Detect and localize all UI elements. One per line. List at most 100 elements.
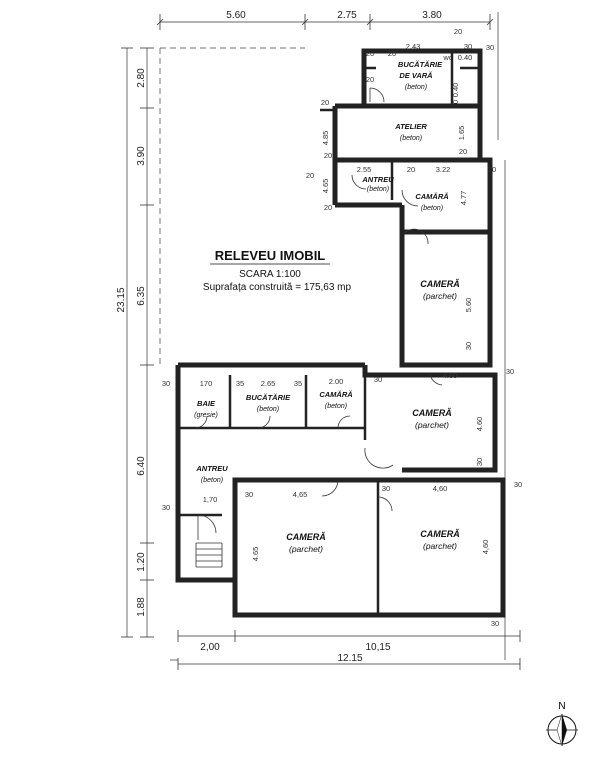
label: 20 [459, 147, 467, 156]
summer-kitchen: BUCĂTĂRIE DE VARĂ (beton) 2.43 30 0.40 w… [361, 27, 494, 109]
room-material: (beton) [325, 403, 347, 410]
room-name-2: DE VARĂ [399, 71, 432, 80]
label: 4.65 [321, 179, 330, 194]
top-entry-and-pantry: ANTREU (beton) CAMĂRĂ (beton) 2.55 20 4.… [306, 157, 496, 245]
dim-left-5: 1.20 [136, 552, 147, 572]
label: 30 [475, 458, 484, 466]
room-name: BUCĂTĂRIE [246, 393, 291, 402]
label: 20 [407, 165, 415, 174]
label: 4,60 [433, 484, 448, 493]
label: 30 [486, 43, 494, 52]
room-name: ANTREU [195, 464, 228, 473]
room-name: CAMERĂ [286, 531, 326, 542]
dim-bottom-1: 2,00 [200, 642, 220, 653]
plan-scale: SCARA 1:100 [239, 269, 301, 280]
label: 30 [162, 503, 170, 512]
label: 2.00 [329, 377, 344, 386]
dim-left-2: 3.90 [136, 146, 147, 166]
lot-outline [159, 47, 305, 365]
label: 4.85 [321, 131, 330, 146]
room-name: CAMĂRĂ [319, 390, 352, 399]
label: 4.60 [475, 417, 484, 432]
room-material: (parchet) [289, 544, 323, 554]
room-name: BAIE [197, 399, 216, 408]
label: 30 [245, 490, 253, 499]
room-material: (gresie) [194, 412, 218, 419]
plan-title: RELEVEU IMOBIL [215, 248, 326, 263]
dim-top-1: 5.60 [226, 10, 246, 21]
atelier: ATELIER (beton) 4.85 20 20 1.65 20 [320, 98, 483, 163]
room-material: (parchet) [423, 291, 457, 301]
room-name: CAMĂRĂ [415, 192, 448, 201]
dim-total-height: 23.15 [116, 287, 127, 312]
room-material: (beton) [400, 135, 422, 142]
label: 20 [324, 151, 332, 160]
dim-top-3: 3.80 [422, 10, 442, 21]
left-dimension-line: 2.80 3.90 6.35 6.40 1.20 1.88 23.15 [116, 47, 154, 638]
label: 4.77 [459, 191, 468, 206]
room-material: (beton) [257, 406, 279, 413]
room-name: CAMERĂ [420, 278, 460, 289]
label: 4.60 [443, 371, 458, 380]
label: 20 [324, 203, 332, 212]
label: 2.43 [406, 42, 421, 51]
dim-left-3: 6.35 [136, 286, 147, 306]
north-arrow-icon: N [546, 701, 578, 747]
label: 30 [162, 379, 170, 388]
title-block: RELEVEU IMOBIL SCARA 1:100 Suprafața con… [203, 248, 352, 293]
label: 30 [382, 484, 390, 493]
room-material: (beton) [367, 186, 389, 193]
label: 20 [321, 98, 329, 107]
label: 35 [236, 379, 244, 388]
label: 30 [491, 619, 499, 628]
dim-top-2: 2.75 [337, 10, 357, 21]
bottom-rooms: CAMERĂ (parchet) CAMERĂ (parchet) 30 4,6… [232, 477, 522, 628]
room-name: CAMERĂ [420, 528, 460, 539]
room-name: ANTREU [361, 175, 394, 184]
dim-left-1: 2.80 [136, 68, 147, 88]
bottom-dimension-line: 2,00 10,15 12.15 [177, 630, 521, 670]
label: 170 [200, 379, 213, 388]
label: 30 [464, 342, 473, 350]
label: 20 [306, 171, 314, 180]
label: 1.65 [457, 126, 466, 141]
room-material: (parchet) [423, 541, 457, 551]
right-upper-room: CAMERĂ (parchet) 5.60 30 [399, 232, 493, 368]
label: 20 [366, 49, 374, 58]
label: 3.22 [436, 165, 451, 174]
top-dimension-line: 5.60 2.75 3.80 [156, 10, 494, 30]
dim-left-6: 1.88 [136, 597, 147, 617]
main-house-middle: BAIE (gresie) BUCĂTĂRIE (beton) CAMĂRĂ (… [162, 362, 514, 543]
label: 0.40 [451, 83, 460, 98]
room-material: (beton) [421, 205, 443, 212]
entrance-steps [175, 513, 235, 583]
label: 4.65 [251, 547, 260, 562]
label: 5.60 [464, 298, 473, 313]
label: 1,70 [203, 495, 218, 504]
label: 2.65 [261, 379, 276, 388]
label: 4,65 [293, 490, 308, 499]
label: 30 [464, 42, 472, 51]
dim-bottom-2: 10,15 [365, 642, 390, 653]
label: 20 [454, 27, 462, 36]
label: 30 [506, 367, 514, 376]
room-material: (beton) [405, 84, 427, 91]
label: 30 [514, 480, 522, 489]
label: 35 [294, 379, 302, 388]
plan-area: Suprafața construită = 175,63 mp [203, 282, 352, 293]
room-name: CAMERĂ [412, 407, 452, 418]
room-material: (beton) [201, 477, 223, 484]
label: 0.40 [458, 53, 473, 62]
compass-label: N [558, 701, 565, 712]
label: 20 [366, 75, 374, 84]
room-name: ATELIER [394, 122, 427, 131]
dim-left-4: 6.40 [136, 456, 147, 476]
label: 20 [388, 49, 396, 58]
dim-total-width: 12.15 [337, 653, 362, 664]
label: wc [442, 53, 452, 62]
room-material: (parchet) [415, 420, 449, 430]
room-name: BUCĂTĂRIE [398, 60, 443, 69]
label: 30 [374, 375, 382, 384]
label: 4,60 [481, 540, 490, 555]
